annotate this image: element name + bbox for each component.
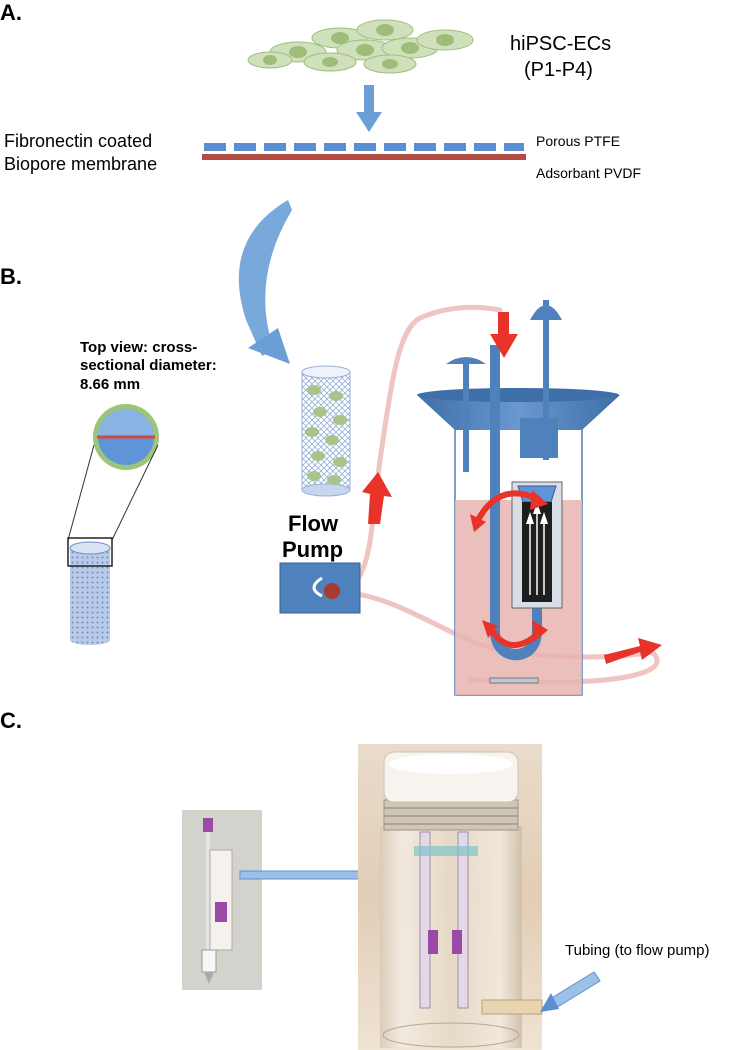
panel-c: C. [0,708,710,1050]
panel-c-letter: C. [0,708,22,733]
top-view-line1: Top view: cross- [80,339,197,356]
cell [325,435,339,445]
cell [327,475,341,485]
cell [356,44,374,56]
membrane-label-line1: Fibronectin coated [4,131,152,151]
cell [376,24,394,36]
panel-b: B. Top view: cross- sectional diameter: … [0,264,662,696]
curved-arrow [238,200,292,364]
cell [289,46,307,58]
ptfe-layer [204,143,524,151]
cell [331,32,349,44]
cells-label-line1: hiPSC-ECs [510,33,611,55]
top-view-line3: 8.66 mm [80,376,140,393]
cell [436,34,454,46]
cell [307,385,321,395]
tubing-label: Tubing (to flow pump) [565,942,710,959]
panel-a: A. hiPSC-ECs (P1-P4) Fib [0,0,641,181]
cell [333,457,347,467]
flow-pump: Flow Pump [279,511,361,614]
bioreactor-photo [358,744,543,1050]
zoom-line [67,444,95,541]
panel-a-letter: A. [0,0,22,25]
cell [311,451,325,461]
flow-arrow-down [490,312,518,358]
flow-pump-label-line2: Pump [282,537,343,562]
cell [313,407,327,417]
flow-pump-label-line1: Flow [288,511,339,536]
flow-arrow-up [362,472,392,524]
panel-b-letter: B. [0,264,22,289]
flow-arrow-out [604,638,662,664]
cell [305,427,319,437]
zoom-line [111,444,159,541]
insert-photo [182,810,262,990]
cell [322,57,338,67]
flow-arrow-curve-top [470,490,548,532]
top-view-line2: sectional diameter: [80,357,217,374]
pvdf-label: Adsorbant PVDF [536,165,641,181]
membrane-label-line2: Biopore membrane [4,154,157,174]
ptfe-label: Porous PTFE [536,133,620,149]
seeded-tube [301,365,351,497]
tubing-arrow [540,971,601,1012]
pvdf-layer [202,154,526,160]
mesh-cylinder [67,537,113,645]
cell [307,471,321,481]
bioreactor-chamber [417,300,620,696]
cell [333,415,347,425]
cell [382,59,398,69]
cells-label-line2: (P1-P4) [524,59,593,81]
down-arrow [356,85,382,132]
cell [329,391,343,401]
cell [263,55,277,65]
flow-arrow-curve-bottom [482,620,548,649]
cell-cluster [247,19,474,74]
cross-section [93,404,159,470]
cell [401,42,419,54]
